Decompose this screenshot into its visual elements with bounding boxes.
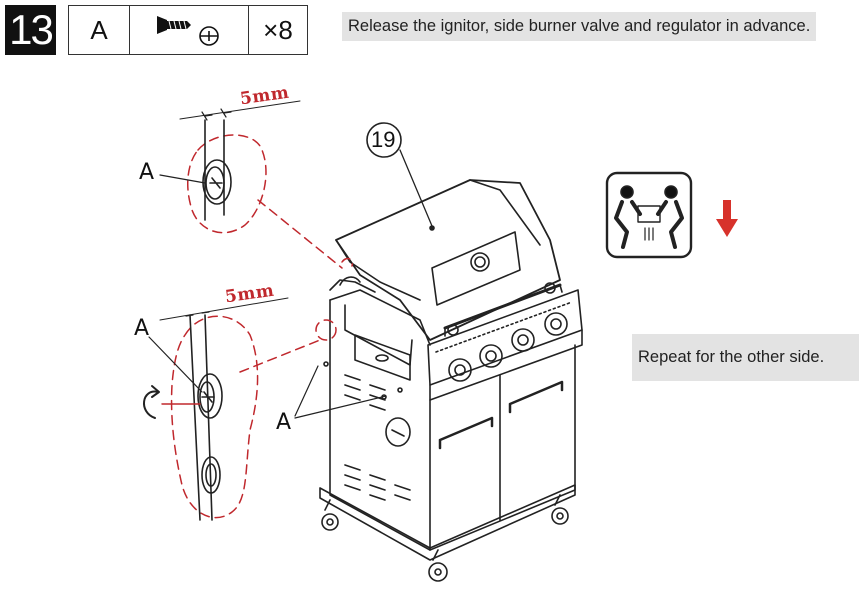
part-label-a-lower: A: [276, 410, 292, 435]
detail-callouts: [170, 134, 354, 519]
grill: [319, 179, 583, 582]
screw-icon: [157, 16, 219, 46]
detail-upper: [159, 100, 301, 221]
instruction-top: Release the ignitor, side burner valve a…: [342, 12, 817, 41]
part-letter: A: [69, 6, 130, 54]
part-quantity: ×8: [263, 14, 293, 45]
callout-circle: [366, 122, 402, 158]
step-number: 13: [5, 5, 56, 55]
parts-table: A ×8: [68, 5, 308, 55]
two-person-lift-icon: [605, 171, 693, 259]
part-icon-cell: [130, 6, 249, 54]
instruction-side: Repeat for the other side.: [632, 334, 859, 381]
red-down-arrow-icon: [716, 200, 738, 237]
detail-middle: [148, 297, 289, 521]
callout-number: 19: [371, 127, 396, 152]
part-label-a-upper: A: [139, 160, 155, 185]
part-label-a-middle: A: [134, 316, 150, 341]
rotate-icon: [143, 385, 201, 419]
